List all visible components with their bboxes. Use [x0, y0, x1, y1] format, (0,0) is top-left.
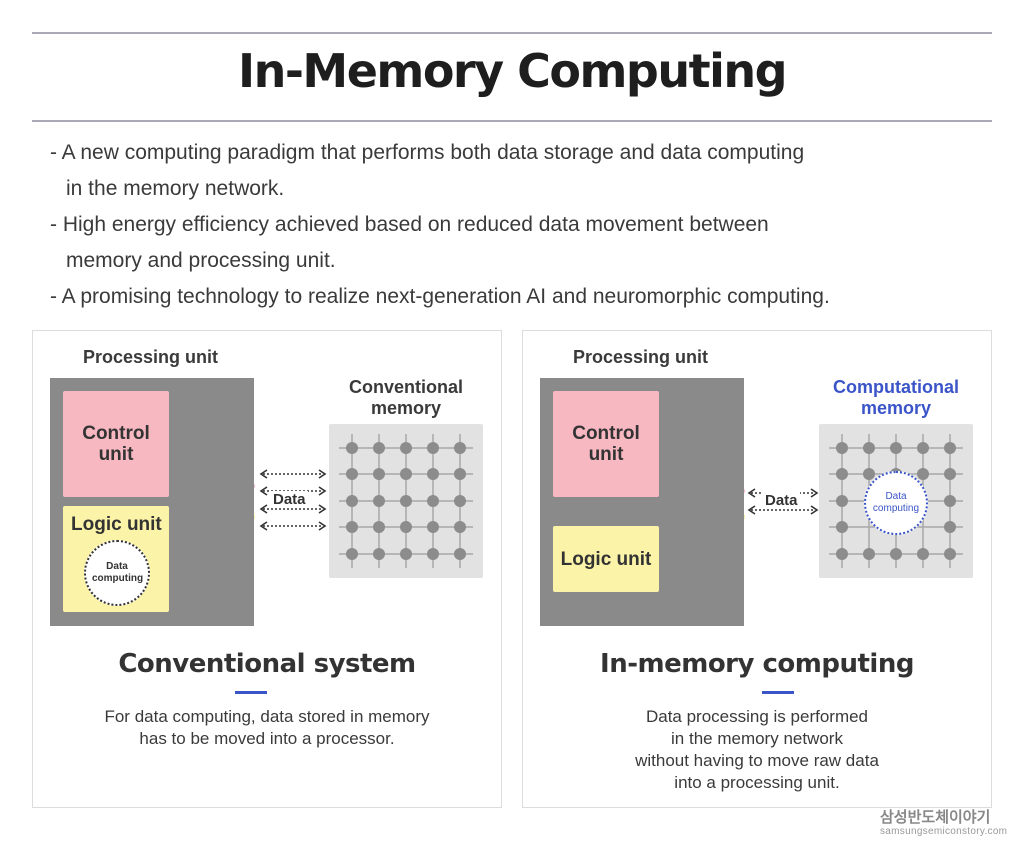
- data-computing-label: Data computing: [92, 561, 144, 584]
- data-computing-label: Data computing: [872, 491, 920, 514]
- processing-unit: Control unit Logic unit Data computing: [50, 378, 254, 626]
- memory-grid: [339, 434, 473, 568]
- in-memory-computing-panel: Processing unit Control unit Logic unit …: [522, 330, 992, 808]
- bullet-3: - A promising technology to realize next…: [50, 285, 830, 308]
- control-unit: Control unit: [63, 391, 169, 497]
- panel-description-line-4: into a processing unit.: [674, 773, 840, 792]
- logic-unit: Logic unit: [553, 526, 659, 592]
- page-title: In-Memory Computing: [237, 44, 788, 98]
- processing-unit: Control unit Logic unit: [540, 378, 744, 626]
- control-unit: Control unit: [553, 391, 659, 497]
- subtitle-underline: [235, 691, 267, 694]
- top-rule: [32, 32, 992, 34]
- bullet-1-cont: in the memory network.: [66, 177, 285, 200]
- processing-unit-label: Processing unit: [573, 347, 709, 367]
- memory-label: Computational memory: [833, 377, 959, 418]
- panel-description-line-2: has to be moved into a processor.: [139, 729, 395, 748]
- bullet-1: - A new computing paradigm that performs…: [50, 141, 805, 164]
- subtitle-underline: [762, 691, 794, 694]
- panel-description-line-2: in the memory network: [671, 729, 843, 748]
- panel-description-line-1: Data processing is performed: [645, 707, 869, 726]
- bullet-2: - High energy efficiency achieved based …: [50, 213, 769, 236]
- memory-array: [329, 424, 483, 578]
- panel-subtitle: Conventional system: [118, 649, 416, 679]
- data-computing-circle: Data computing: [864, 471, 928, 535]
- control-unit-label: Control unit: [82, 423, 150, 465]
- footer-brand: 삼성반도체이야기: [880, 809, 991, 826]
- memory-array: Data computing: [819, 424, 973, 578]
- panel-description-line-3: without having to move raw data: [635, 751, 879, 770]
- panel-description-line-1: For data computing, data stored in memor…: [104, 707, 430, 726]
- control-unit-label: Control unit: [572, 423, 640, 465]
- title-rule: [32, 120, 992, 122]
- logic-unit: Logic unit Data computing: [63, 506, 169, 612]
- logic-unit-label: Logic unit: [71, 514, 162, 535]
- panel-subtitle: In-memory computing: [600, 649, 914, 679]
- processing-unit-label: Processing unit: [83, 347, 219, 367]
- data-label: Data: [763, 492, 800, 509]
- data-computing-circle: Data computing: [84, 540, 150, 606]
- footer-url: samsungsemiconstory.com: [880, 826, 1008, 837]
- logic-unit-label: Logic unit: [560, 548, 652, 570]
- bullet-2-cont: memory and processing unit.: [66, 249, 336, 272]
- conventional-system-panel: Processing unit Control unit Logic unit …: [32, 330, 502, 808]
- memory-label: Conventional memory: [348, 377, 463, 418]
- data-label: Data: [271, 491, 308, 508]
